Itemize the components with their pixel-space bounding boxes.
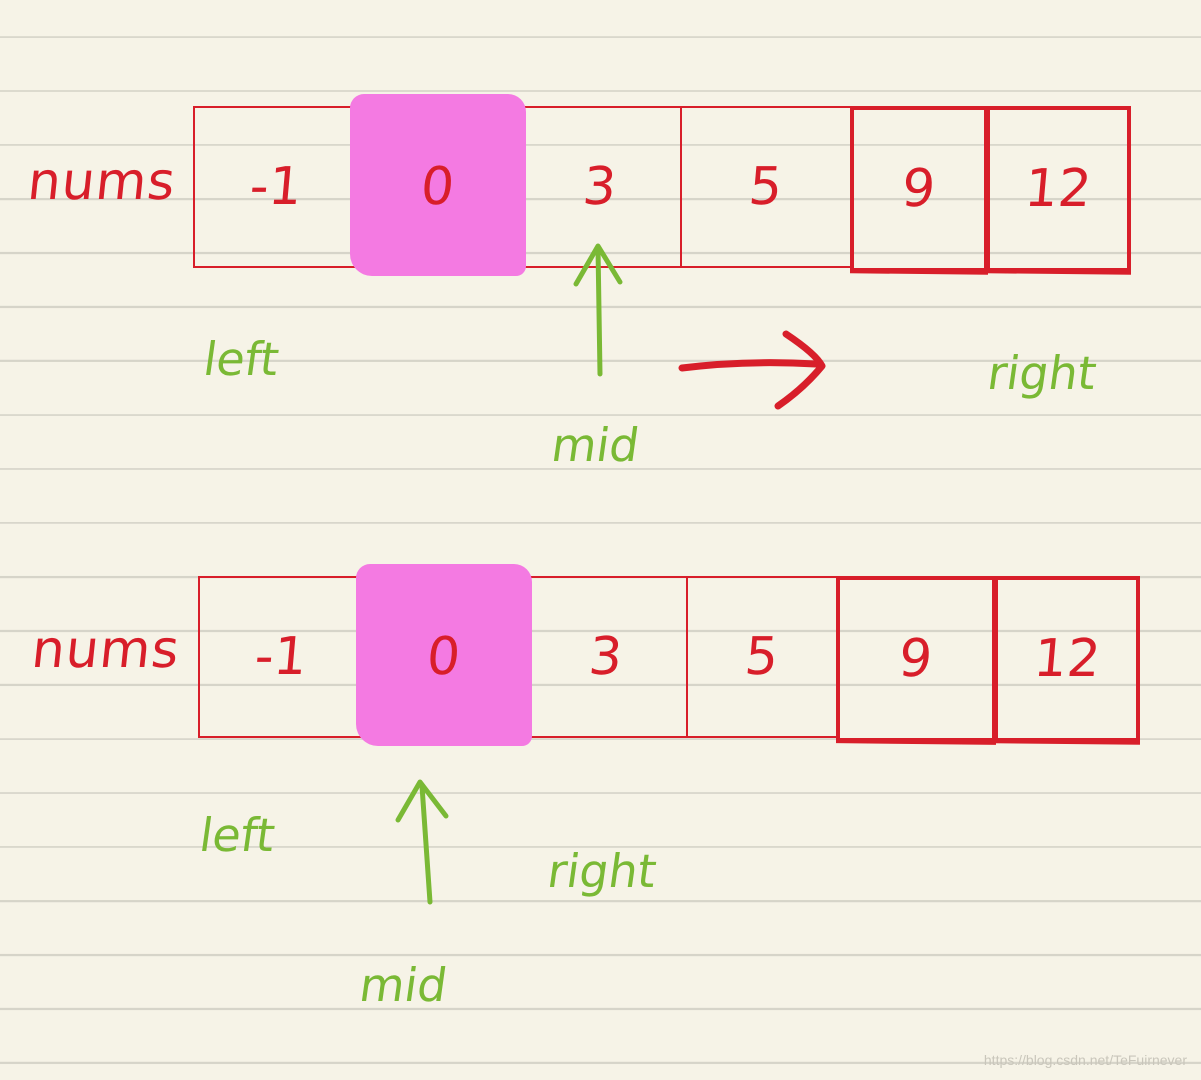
array-cell: 5	[680, 106, 852, 268]
mid-pointer-arrow-icon	[395, 779, 449, 905]
move-right-arrow-icon	[678, 330, 826, 410]
cell-value: -1	[252, 627, 310, 687]
array-cell: 12	[986, 106, 1131, 272]
diagram-step-1: nums -1 0 3 5 9 12 left mid right	[0, 0, 1201, 500]
array-cell: 9	[850, 106, 988, 272]
array-cell: 5	[686, 576, 838, 738]
array-row: -1 0 3 5 9 12	[193, 94, 1131, 276]
right-pointer-label: right	[544, 844, 660, 898]
cell-value: 5	[742, 627, 782, 687]
array-cell-highlighted: 0	[356, 564, 532, 746]
array-cell: 12	[994, 576, 1140, 742]
array-row: -1 0 3 5 9 12	[198, 564, 1140, 746]
cell-value: 9	[896, 629, 936, 689]
array-label: nums	[28, 620, 183, 680]
cell-value: 0	[424, 627, 464, 687]
array-label: nums	[24, 152, 179, 212]
cell-value: 5	[746, 157, 786, 217]
array-cell: 9	[836, 576, 996, 742]
array-cell: 3	[524, 576, 688, 738]
mid-pointer-arrow-icon	[573, 243, 623, 377]
array-cell-highlighted: 0	[350, 94, 526, 276]
array-cell: -1	[198, 576, 364, 738]
diagram-step-2: nums -1 0 3 5 9 12 left right mid	[0, 468, 1201, 1028]
highlight-marker	[350, 94, 526, 276]
array-cell: -1	[193, 106, 358, 268]
cell-value: 12	[1022, 159, 1095, 219]
mid-pointer-label: mid	[548, 418, 643, 472]
cell-value: 12	[1031, 629, 1103, 689]
left-pointer-label: left	[196, 808, 279, 862]
cell-value: 9	[899, 159, 939, 219]
highlight-marker	[356, 564, 532, 746]
watermark: https://blog.csdn.net/TeFuirnever	[983, 1052, 1187, 1068]
cell-value: 0	[418, 157, 458, 217]
mid-pointer-label: mid	[356, 958, 451, 1012]
right-pointer-label: right	[984, 346, 1100, 400]
cell-value: -1	[246, 157, 305, 217]
cell-value: 3	[580, 157, 620, 217]
cell-value: 3	[586, 627, 626, 687]
left-pointer-label: left	[200, 332, 283, 386]
